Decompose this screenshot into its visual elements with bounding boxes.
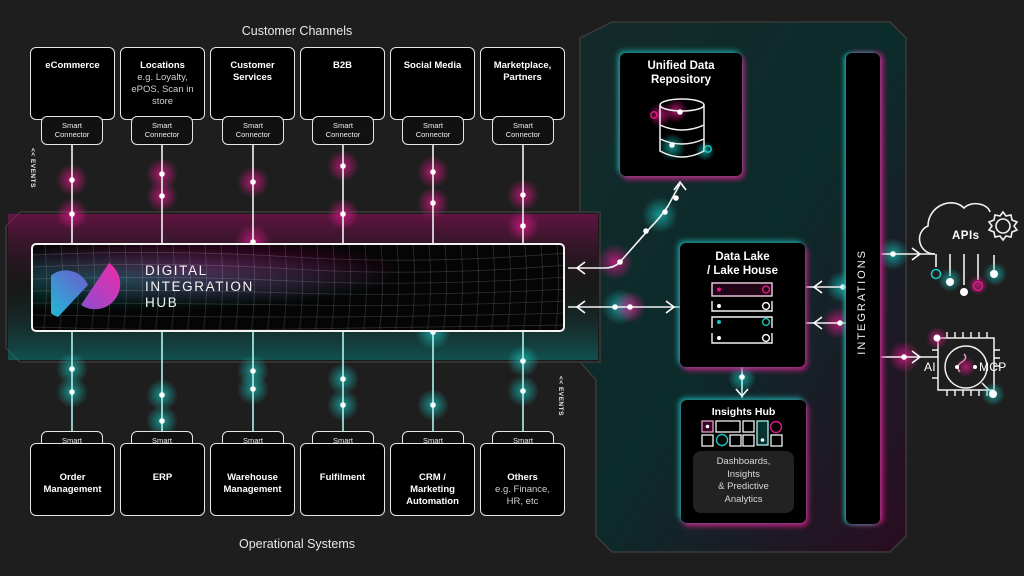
channel-b2b[interactable]: B2B — [300, 47, 385, 120]
events-label-bottom: << EVENTS — [557, 376, 564, 416]
system-warehouse-management[interactable]: Warehouse Management — [210, 443, 295, 516]
system-title: Warehouse Management — [223, 472, 282, 495]
channel-social-media[interactable]: Social Media — [390, 47, 475, 120]
system-title: ERP — [152, 472, 173, 483]
insights-description-line: Analytics — [724, 493, 763, 505]
mcp-label: MCP — [979, 360, 1007, 374]
channel-ecommerce[interactable]: eCommerce — [30, 47, 115, 120]
system-subtitle: e.g. Finance, HR, etc — [495, 484, 550, 507]
arrow-down-icon — [735, 388, 749, 398]
customer-channels-title: Customer Channels — [241, 24, 353, 38]
data-lake-title: Data Lake / Lake House — [707, 251, 778, 277]
channel-title: B2B — [332, 60, 352, 71]
system-title: Others — [507, 472, 538, 483]
insights-description-line: & Predictive — [718, 481, 769, 492]
hub-title-line: HUB — [145, 295, 179, 310]
events-label-top: << EVENTS — [29, 148, 36, 188]
connector-label: Smart — [422, 121, 443, 130]
connector-label: Smart — [151, 436, 172, 445]
system-title: Order Management — [43, 472, 102, 495]
ai-label: AI — [924, 360, 936, 374]
insights-hub-title: Insights Hub — [711, 406, 776, 418]
hub-title-line: DIGITAL — [145, 263, 208, 278]
database-icon — [648, 98, 715, 161]
system-title: Fulfilment — [319, 472, 366, 483]
data-lake-house[interactable]: Data Lake / Lake House — [680, 243, 805, 367]
channel-title: Locations — [140, 60, 185, 71]
connector-label: Connector — [54, 130, 90, 139]
connector-label: Smart — [61, 121, 82, 130]
channel-title: eCommerce — [45, 60, 100, 71]
integrations-bar[interactable]: INTEGRATIONS — [846, 53, 880, 524]
channel-subtitle: e.g. Loyalty, ePOS, Scan in store — [131, 72, 194, 107]
bottom-connector-lines — [71, 332, 524, 431]
system-fulfilment[interactable]: Fulfilment — [300, 443, 385, 516]
connector-label: Smart — [242, 436, 263, 445]
arrow-left-icon — [812, 316, 823, 330]
repository-title: Unified Data Repository — [647, 60, 715, 86]
apis-label: APIs — [952, 230, 980, 242]
system-crm-marketing[interactable]: CRM / Marketing Automation — [390, 443, 475, 516]
repository-arrow-icon — [673, 180, 687, 191]
channel-customer-services[interactable]: Customer Services — [210, 47, 295, 120]
hub-arrow-left-icon — [575, 261, 586, 275]
channel-title: Marketplace, Partners — [493, 60, 552, 83]
channel-title: Customer Services — [230, 60, 275, 83]
connector-label: Smart — [422, 436, 443, 445]
arrow-right-icon — [911, 350, 922, 364]
connector-label: Smart — [512, 436, 533, 445]
connector-label: Connector — [144, 130, 180, 139]
system-order-management[interactable]: Order Management — [30, 443, 115, 516]
connector-label: Smart — [332, 436, 353, 445]
insights-description-line: Insights — [727, 468, 760, 480]
channel-locations[interactable]: Locations e.g. Loyalty, ePOS, Scan in st… — [120, 47, 205, 120]
cloud-gear-icon — [918, 202, 1019, 285]
arrow-left-icon — [812, 280, 823, 294]
connector-label: Connector — [235, 130, 271, 139]
connector-label: Smart — [242, 121, 263, 130]
system-others[interactable]: Others e.g. Finance, HR, etc — [480, 443, 565, 516]
system-erp[interactable]: ERP — [120, 443, 205, 516]
arrow-right-icon — [665, 300, 676, 314]
arrow-left-icon — [575, 300, 586, 314]
insights-description-panel: Dashboards, Insights & Predictive Analyt… — [693, 451, 794, 513]
digital-integration-hub[interactable]: DIGITAL INTEGRATION HUB — [31, 243, 565, 332]
connector-label: Smart — [61, 436, 82, 445]
channel-marketplace[interactable]: Marketplace, Partners — [480, 47, 565, 120]
insights-description-line: Dashboards, — [716, 456, 771, 467]
insights-hub[interactable]: Insights Hub Dashboards, Insights & Pred… — [681, 400, 806, 523]
connector-label: Connector — [415, 130, 451, 139]
connector-label: Connector — [505, 130, 541, 139]
connector-label: Smart — [151, 121, 172, 130]
hub-title: DIGITAL INTEGRATION HUB — [145, 263, 254, 311]
server-rack-icon — [711, 282, 773, 344]
hub-logo-icon — [51, 263, 121, 317]
connector-label: Connector — [325, 130, 361, 139]
hub-title-line: INTEGRATION — [145, 279, 254, 294]
connector-label: Smart — [332, 121, 353, 130]
unified-data-repository[interactable]: Unified Data Repository — [620, 53, 742, 176]
system-title: CRM / Marketing Automation — [406, 472, 459, 507]
arrow-right-icon — [911, 247, 922, 261]
integrations-label: INTEGRATIONS — [856, 249, 868, 355]
connector-label: Smart — [512, 121, 533, 130]
dashboard-grid-icon — [701, 420, 783, 447]
operational-systems-title: Operational Systems — [238, 537, 356, 551]
channel-title: Social Media — [403, 60, 462, 71]
